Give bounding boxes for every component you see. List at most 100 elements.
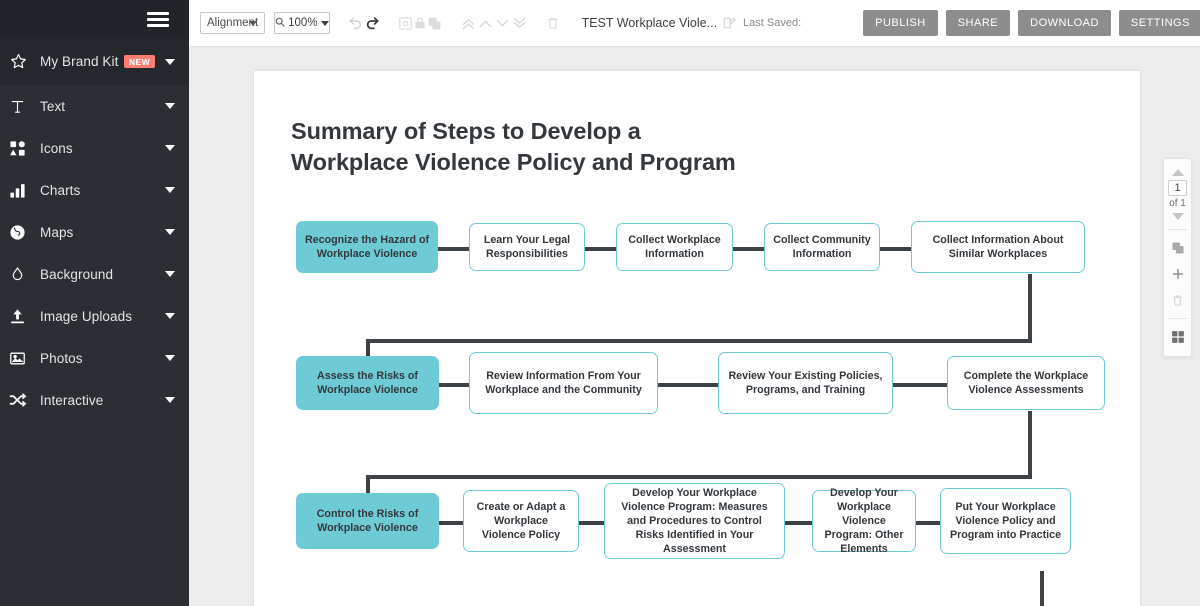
- upload-icon: [9, 308, 35, 325]
- chevron-up-icon[interactable]: [1171, 169, 1184, 176]
- sidebar-item-label: My Brand Kit: [40, 54, 119, 69]
- crop-icon[interactable]: [398, 10, 413, 36]
- flow-node[interactable]: Review Your Existing Policies, Programs,…: [718, 352, 893, 414]
- lock-icon[interactable]: [413, 10, 427, 36]
- sidebar-item-label: Background: [40, 266, 114, 282]
- send-backward-icon[interactable]: [494, 10, 511, 36]
- sidebar-item-maps[interactable]: Maps: [0, 211, 189, 253]
- edit-icon[interactable]: [722, 10, 736, 36]
- page-number-input[interactable]: 1: [1168, 180, 1187, 196]
- chevron-down-icon[interactable]: [165, 271, 175, 277]
- sidebar-header: [0, 0, 189, 38]
- flow-node[interactable]: Collect Community Information: [764, 223, 880, 271]
- page-title-line-1: Summary of Steps to Develop a: [291, 118, 641, 144]
- text-icon: [9, 98, 35, 115]
- star-icon: [9, 52, 35, 71]
- chevron-down-icon[interactable]: [165, 313, 175, 319]
- toolbar-actions: PUBLISH SHARE DOWNLOAD SETTINGS: [863, 10, 1200, 36]
- document-title[interactable]: TEST Workplace Viole...: [581, 16, 718, 30]
- magnifier-icon: [275, 17, 285, 30]
- chevron-down-icon[interactable]: [165, 355, 175, 361]
- page-navigator-panel: 1 of 1: [1163, 158, 1192, 357]
- chevron-down-icon[interactable]: [165, 187, 175, 193]
- left-sidebar: My Brand Kit NEW Text Icons Charts: [0, 0, 189, 606]
- sidebar-item-label: Charts: [40, 182, 81, 198]
- page-title[interactable]: Summary of Steps to Develop a Workplace …: [291, 116, 736, 179]
- page-total-label: of 1: [1169, 198, 1186, 209]
- flow-node[interactable]: Complete the Workplace Violence Assessme…: [947, 356, 1105, 410]
- chevron-down-icon[interactable]: [1171, 213, 1184, 220]
- delete-icon[interactable]: [546, 10, 560, 36]
- panel-divider: [1168, 318, 1187, 319]
- flow-node[interactable]: Put Your Workplace Violence Policy and P…: [940, 488, 1071, 554]
- chevron-down-icon: [320, 20, 329, 26]
- panel-divider: [1168, 229, 1187, 230]
- connector-r2-across: [366, 475, 1032, 479]
- sidebar-item-label: Image Uploads: [40, 308, 133, 324]
- flow-node[interactable]: Develop Your Workplace Violence Program:…: [812, 487, 916, 555]
- plus-icon[interactable]: [1167, 263, 1189, 285]
- flow-node[interactable]: Recognize the Hazard of Workplace Violen…: [296, 221, 438, 273]
- icons-icon: [9, 140, 35, 157]
- chevron-down-icon[interactable]: [165, 103, 175, 109]
- alignment-select-value: Alignment: [207, 17, 259, 29]
- last-saved-label: Last Saved:: [743, 17, 802, 29]
- sidebar-item-icons[interactable]: Icons: [0, 127, 189, 169]
- new-badge: NEW: [123, 55, 155, 68]
- connector-r1-4: [876, 247, 915, 251]
- duplicate-page-icon[interactable]: [1167, 237, 1189, 259]
- bring-to-front-icon[interactable]: [460, 10, 477, 36]
- connector-r3-3: [784, 521, 813, 525]
- design-canvas[interactable]: Summary of Steps to Develop a Workplace …: [254, 71, 1140, 606]
- sidebar-item-my-brand-kit[interactable]: My Brand Kit NEW: [0, 38, 189, 85]
- connector-r1-2: [581, 247, 620, 251]
- redo-icon[interactable]: [364, 10, 380, 36]
- share-button[interactable]: SHARE: [945, 10, 1011, 36]
- zoom-select[interactable]: 100%: [274, 12, 330, 34]
- connector-r1-3: [729, 247, 768, 251]
- globe-icon: [9, 224, 35, 241]
- sidebar-item-charts[interactable]: Charts: [0, 169, 189, 211]
- page-title-line-2: Workplace Violence Policy and Program: [291, 149, 736, 176]
- bring-forward-icon[interactable]: [477, 10, 494, 36]
- sidebar-item-label: Icons: [40, 140, 73, 156]
- send-to-back-icon[interactable]: [511, 10, 528, 36]
- duplicate-icon[interactable]: [427, 10, 442, 36]
- chevron-down-icon[interactable]: [165, 58, 175, 65]
- chevron-down-icon[interactable]: [165, 397, 175, 403]
- flow-node[interactable]: Assess the Risks of Workplace Violence: [296, 356, 439, 410]
- undo-icon[interactable]: [348, 10, 364, 36]
- sidebar-item-interactive[interactable]: Interactive: [0, 379, 189, 421]
- flow-node[interactable]: Learn Your Legal Responsibilities: [469, 223, 585, 271]
- sidebar-item-background[interactable]: Background: [0, 253, 189, 295]
- download-button[interactable]: DOWNLOAD: [1018, 10, 1111, 36]
- flow-node[interactable]: Control the Risks of Workplace Violence: [296, 493, 439, 549]
- connector-r3-4: [914, 521, 941, 525]
- sidebar-item-label: Maps: [40, 224, 74, 240]
- chevron-down-icon[interactable]: [165, 229, 175, 235]
- chevron-down-icon[interactable]: [165, 145, 175, 151]
- flow-node[interactable]: Collect Information About Similar Workpl…: [911, 221, 1085, 273]
- hamburger-icon[interactable]: [147, 9, 169, 30]
- alignment-select[interactable]: Alignment: [200, 12, 266, 34]
- sidebar-item-image-uploads[interactable]: Image Uploads: [0, 295, 189, 337]
- connector-r1-1: [434, 247, 473, 251]
- connector-r3-down: [1040, 571, 1044, 606]
- flow-node[interactable]: Create or Adapt a Workplace Violence Pol…: [463, 490, 579, 552]
- trash-icon[interactable]: [1167, 289, 1189, 311]
- connector-r2-3: [891, 383, 950, 387]
- grid-icon[interactable]: [1167, 326, 1189, 348]
- connector-r3-2: [578, 521, 606, 525]
- flow-node[interactable]: Develop Your Workplace Violence Program:…: [604, 483, 785, 559]
- zoom-level-value: 100%: [288, 17, 318, 29]
- canvas-workspace[interactable]: Summary of Steps to Develop a Workplace …: [189, 47, 1200, 606]
- flow-node[interactable]: Collect Workplace Information: [616, 223, 733, 271]
- connector-r1-down: [1028, 274, 1032, 343]
- flow-node[interactable]: Review Information From Your Workplace a…: [469, 352, 658, 414]
- sidebar-item-photos[interactable]: Photos: [0, 337, 189, 379]
- connector-r2-2: [655, 383, 721, 387]
- publish-button[interactable]: PUBLISH: [863, 10, 938, 36]
- sidebar-item-text[interactable]: Text: [0, 85, 189, 127]
- settings-button[interactable]: SETTINGS: [1118, 10, 1200, 36]
